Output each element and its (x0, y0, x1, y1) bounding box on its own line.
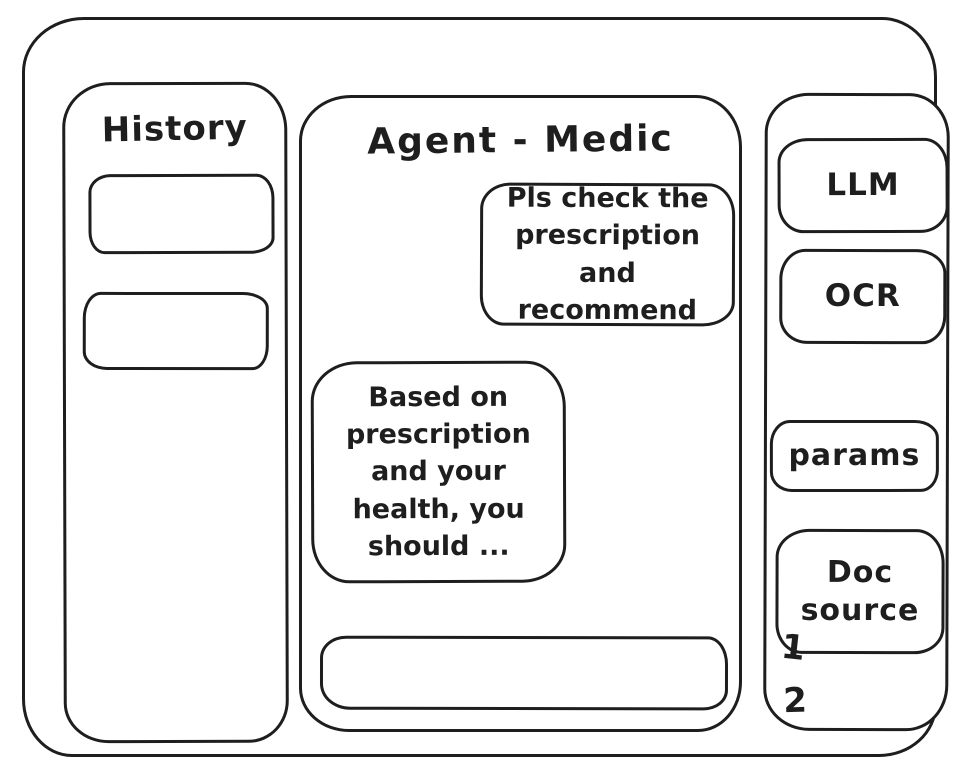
params-button[interactable]: params (769, 419, 939, 493)
llm-button[interactable]: LLM (777, 137, 949, 234)
assistant-message-text: Based on prescription and your health, y… (345, 381, 531, 563)
user-message-bubble: Pls check the prescription and recommend (479, 182, 736, 327)
app-window-frame: History Agent - Medic Pls check the pres… (22, 17, 950, 757)
chat-panel: Agent - Medic Pls check the prescription… (299, 95, 742, 732)
annotation-number-1: 1 (779, 626, 808, 669)
history-title: History (101, 107, 249, 151)
history-item-1[interactable] (88, 173, 275, 255)
chat-title: Agent - Medic (366, 118, 675, 163)
ocr-button[interactable]: OCR (779, 248, 947, 345)
history-sidebar: History (62, 81, 289, 744)
chat-input[interactable] (319, 635, 729, 711)
history-item-2[interactable] (82, 291, 269, 371)
user-message-text: Pls check the prescription and recommend (506, 182, 709, 327)
tools-sidebar: LLM OCR params Doc source 1 2 (763, 92, 950, 732)
annotation-number-2: 2 (782, 680, 808, 722)
assistant-message-bubble: Based on prescription and your health, y… (310, 360, 567, 584)
